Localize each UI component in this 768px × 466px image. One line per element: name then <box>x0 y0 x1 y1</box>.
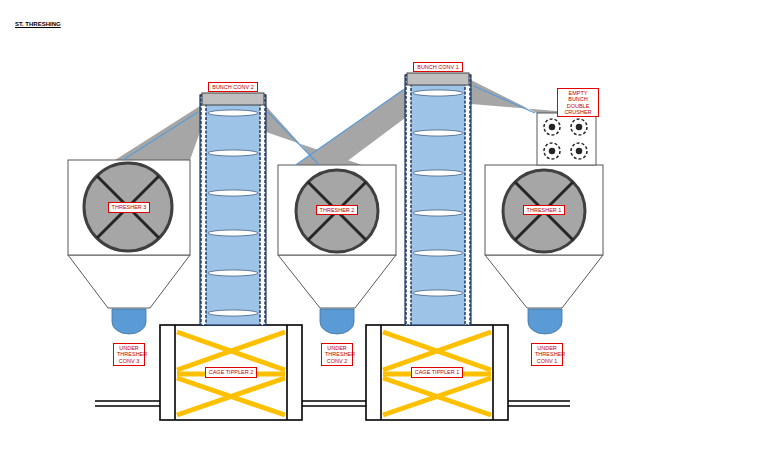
page-title: ST. THRESHING <box>15 21 61 27</box>
conveyor-label: UNDER THRESHER CONV 3 <box>113 343 145 366</box>
bucket-conveyor <box>200 73 471 325</box>
equipment-node: UNDER THRESHER CONV 3 <box>106 308 152 366</box>
hopper <box>68 255 603 308</box>
equipment-node: BUNCH CONV 2 <box>198 82 268 326</box>
thresher-label: THRESHER 1 <box>523 205 566 215</box>
tippler-label: CAGE TIPPLER 2 <box>205 367 258 377</box>
thresher-label: THRESHER 2 <box>316 205 359 215</box>
equipment-node: CAGE TIPPLER 2 <box>160 325 302 420</box>
chute-connector <box>473 86 535 113</box>
equipment-node: THRESHER 1 <box>485 165 603 255</box>
equipment-node: EMPTY BUNCH DOUBLE CRUSHER <box>535 88 599 166</box>
crusher-label: EMPTY BUNCH DOUBLE CRUSHER <box>557 88 599 117</box>
tippler-label: CAGE TIPPLER 1 <box>411 367 464 377</box>
conveyor-label: BUNCH CONV 1 <box>413 62 463 72</box>
chute-connector <box>268 112 319 165</box>
equipment-node: CAGE TIPPLER 1 <box>366 325 508 420</box>
chute-connector <box>296 90 403 165</box>
conveyor-label: UNDER THRESHER CONV 2 <box>321 343 353 366</box>
conveyor-label: UNDER THRESHER CONV 1 <box>531 343 563 366</box>
conveyor-label: BUNCH CONV 2 <box>208 82 258 92</box>
equipment-node: UNDER THRESHER CONV 1 <box>524 308 570 366</box>
chute-connector <box>123 112 198 160</box>
equipment-node: BUNCH CONV 1 <box>403 62 473 326</box>
thresher-label: THRESHER 3 <box>108 202 151 212</box>
equipment-node: THRESHER 2 <box>278 165 396 255</box>
thresher-drum <box>68 160 603 255</box>
equipment-node: UNDER THRESHER CONV 2 <box>314 308 360 366</box>
equipment-node: THRESHER 3 <box>68 160 190 255</box>
cage-tippler-frame <box>160 325 508 420</box>
chute <box>115 80 580 165</box>
crusher-rolls <box>537 113 596 165</box>
